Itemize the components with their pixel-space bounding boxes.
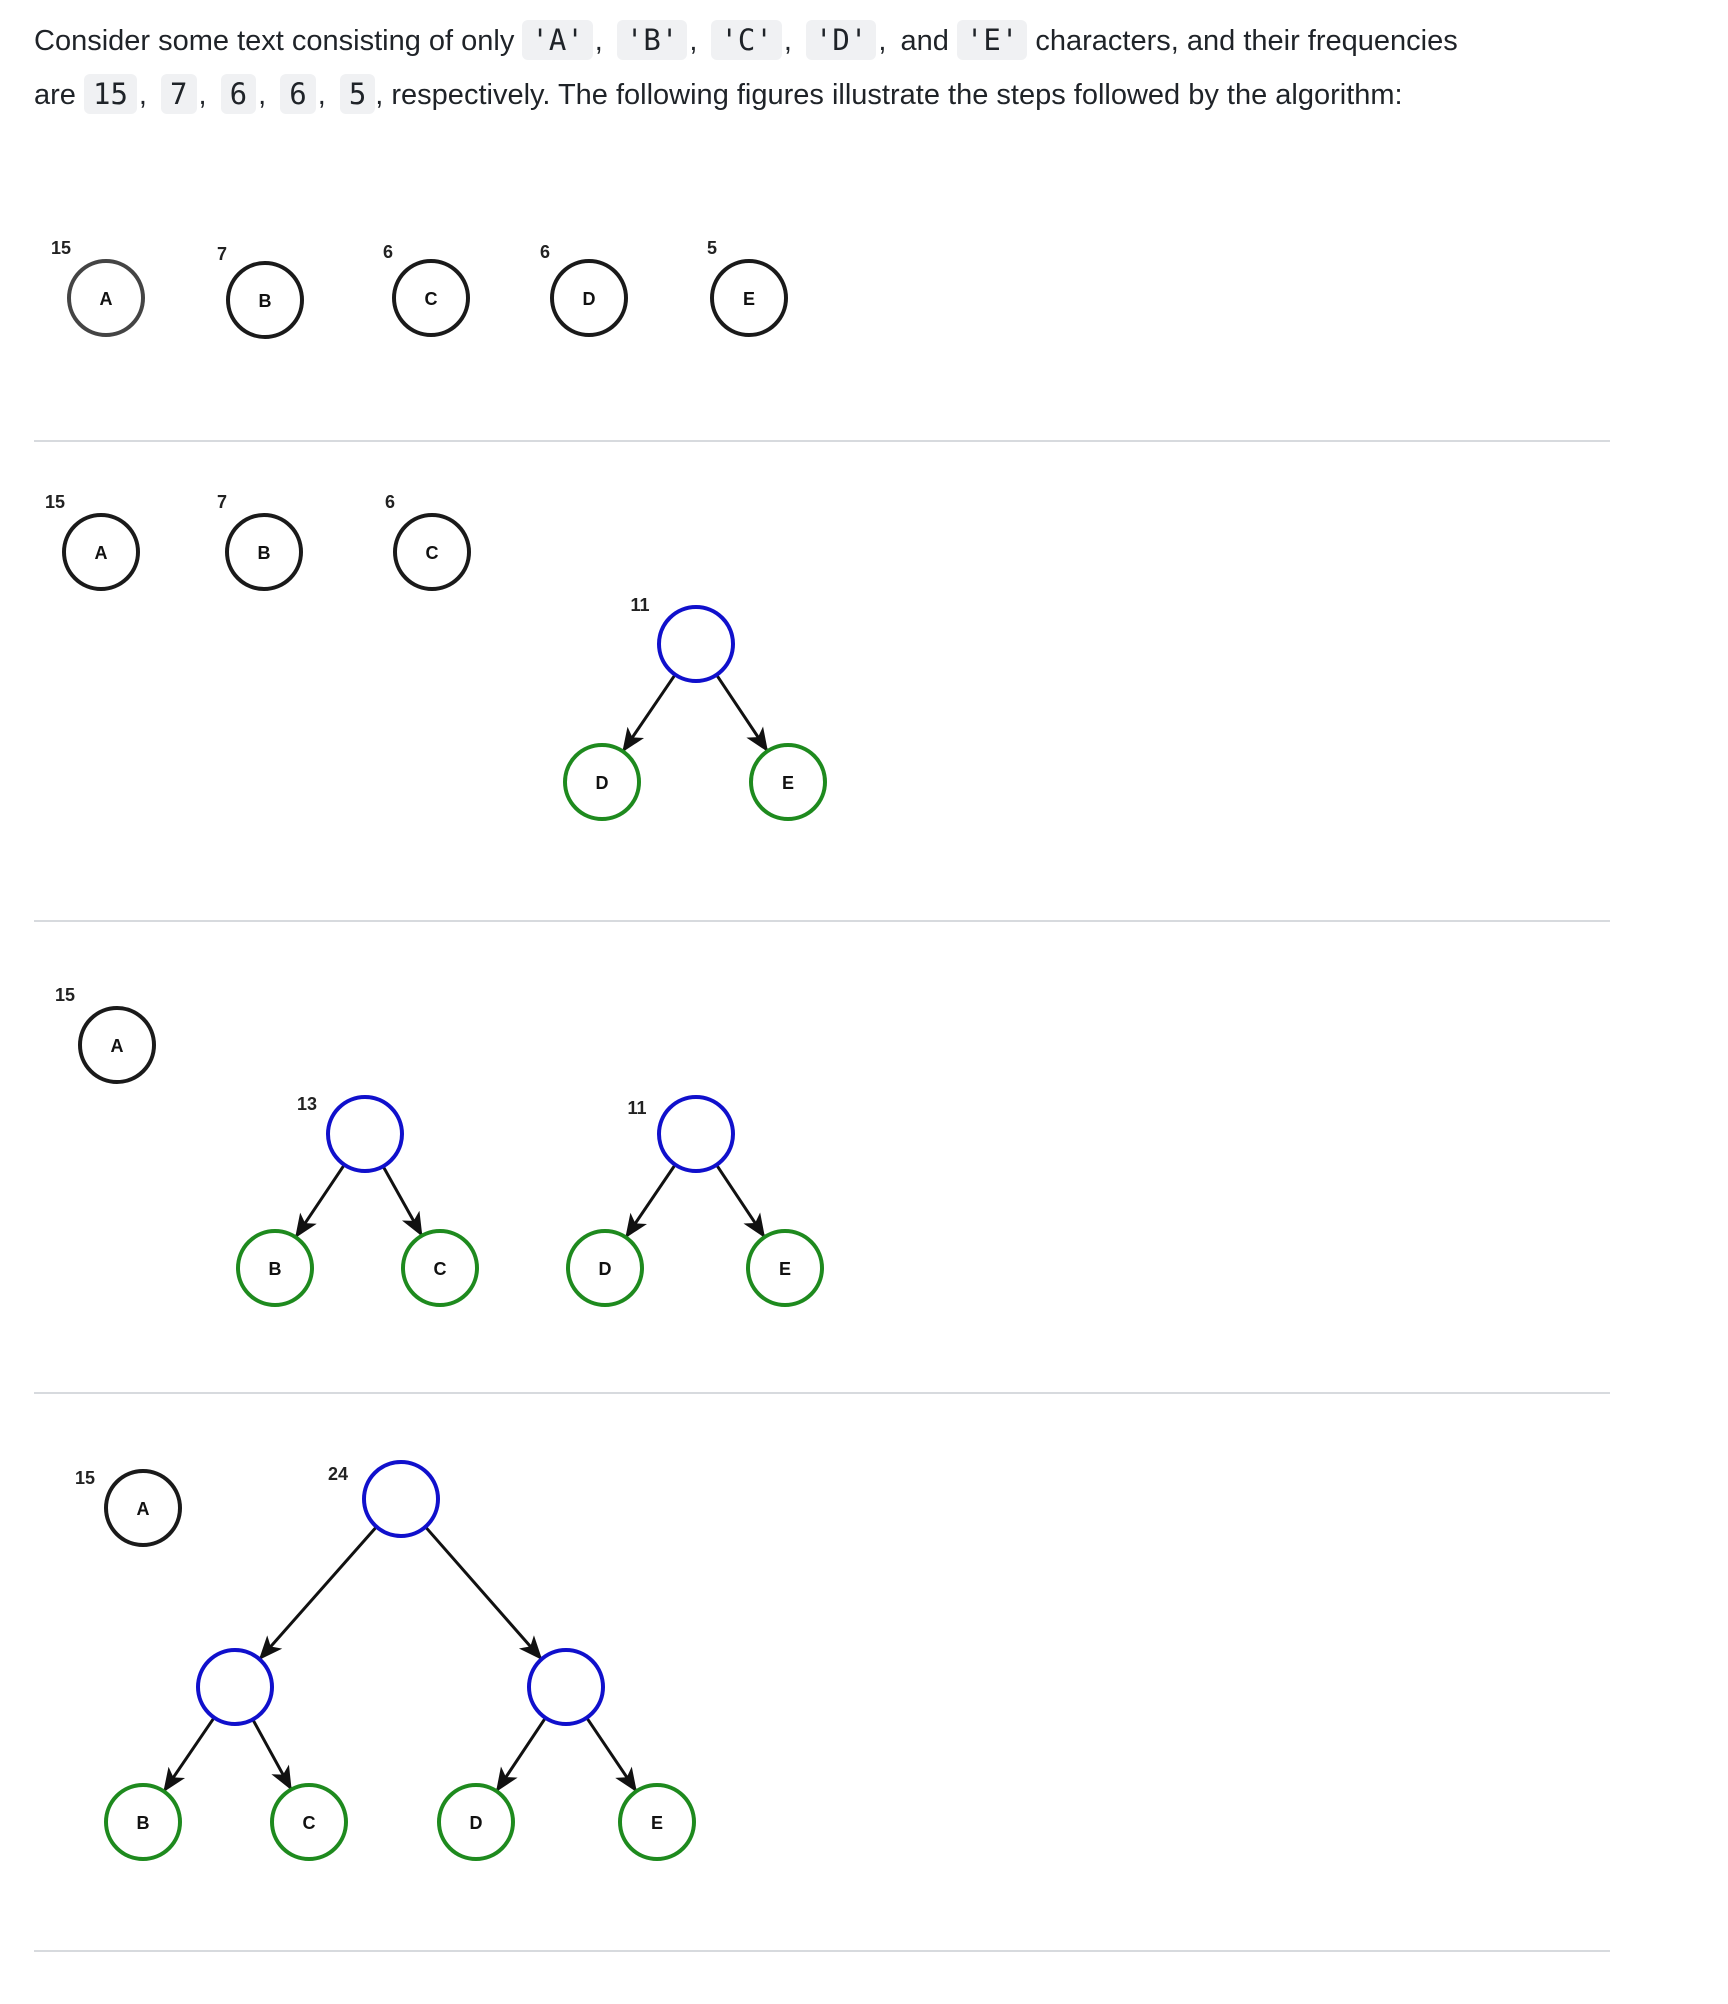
- freq-code-d: 6: [280, 74, 316, 114]
- internal-node: [657, 605, 735, 683]
- node-b: [236, 1229, 314, 1307]
- freq-code-a: 15: [83, 74, 137, 114]
- node-label: C: [426, 543, 439, 563]
- internal-node: [527, 1648, 605, 1726]
- node-label: C: [434, 1259, 447, 1279]
- node-c: [392, 259, 470, 337]
- node-a: [67, 259, 145, 337]
- internal-node: [362, 1460, 440, 1538]
- char-code-a: 'A': [522, 20, 593, 60]
- node-c: [401, 1229, 479, 1307]
- intro-text-start: Consider some text consisting of only: [34, 25, 515, 57]
- node-label: D: [596, 773, 609, 793]
- node-weight: 7: [217, 492, 227, 512]
- freq-code-b: 7: [161, 74, 197, 114]
- char-code-c: 'C': [711, 20, 782, 60]
- node-a: [62, 513, 140, 591]
- step-divider: [34, 1392, 1610, 1394]
- node-label: A: [111, 1036, 124, 1056]
- node-b: [104, 1783, 182, 1861]
- node-label: A: [137, 1499, 150, 1519]
- node-weight: 6: [540, 242, 550, 262]
- intro-paragraph: Consider some text consisting of only 'A…: [34, 14, 1594, 122]
- node-c: [270, 1783, 348, 1861]
- edge-arrow: [585, 1716, 638, 1793]
- step-1-graph: A 15B 7C 6D 6E 5: [51, 238, 788, 339]
- node-label: D: [583, 289, 596, 309]
- edge-arrow: [258, 1525, 378, 1661]
- node-e: [749, 743, 827, 821]
- node-c: [393, 513, 471, 591]
- node-d: [437, 1783, 515, 1861]
- node-weight: 15: [45, 492, 65, 512]
- freq-code-c: 6: [220, 74, 257, 114]
- char-code-d: 'D': [805, 20, 877, 60]
- node-weight: 7: [217, 244, 227, 264]
- edge-arrow: [163, 1716, 216, 1793]
- node-a: [104, 1469, 182, 1547]
- node-label: B: [137, 1813, 150, 1833]
- node-weight: 5: [707, 238, 717, 258]
- node-d: [550, 259, 628, 337]
- step-divider: [34, 440, 1610, 442]
- edge-arrow: [294, 1163, 346, 1239]
- intro-and-word: and: [900, 25, 949, 57]
- intro-are-word: are: [34, 79, 76, 111]
- freq-code-e: 5: [339, 74, 376, 114]
- node-b: [225, 513, 303, 591]
- edge-arrow: [251, 1718, 293, 1791]
- char-code-e: 'E': [956, 20, 1028, 60]
- node-e: [746, 1229, 824, 1307]
- node-label: B: [259, 291, 272, 311]
- node-label: C: [303, 1813, 316, 1833]
- node-weight: 6: [385, 492, 395, 512]
- node-weight: 15: [75, 1468, 95, 1488]
- node-weight: 11: [627, 1098, 646, 1118]
- node-label: E: [651, 1813, 663, 1833]
- char-code-b: 'B': [616, 20, 688, 60]
- node-d: [563, 743, 641, 821]
- step-divider: [34, 920, 1610, 922]
- node-b: [226, 261, 304, 339]
- node-label: A: [100, 289, 113, 309]
- node-label: B: [269, 1259, 282, 1279]
- node-label: D: [599, 1259, 612, 1279]
- step-2-graph: A 15B 7C 6 11D E: [45, 492, 827, 821]
- edge-arrow: [625, 1163, 677, 1239]
- node-e: [710, 259, 788, 337]
- node-weight: 15: [55, 985, 75, 1005]
- internal-node: [326, 1095, 404, 1173]
- node-weight: 13: [297, 1094, 317, 1114]
- intro-text-middle: characters, and their frequencies: [1035, 25, 1458, 57]
- node-weight: 24: [328, 1464, 348, 1484]
- node-label: A: [95, 543, 108, 563]
- step-3-graph: A 15 13B C 11D E: [55, 985, 824, 1307]
- node-e: [618, 1783, 696, 1861]
- node-label: E: [743, 289, 755, 309]
- node-a: [78, 1006, 156, 1084]
- node-label: D: [470, 1813, 483, 1833]
- node-d: [566, 1229, 644, 1307]
- internal-node: [657, 1095, 735, 1173]
- node-label: E: [782, 773, 794, 793]
- edge-arrow: [715, 673, 769, 753]
- node-label: B: [258, 543, 271, 563]
- edge-arrow: [715, 1163, 766, 1239]
- node-label: E: [779, 1259, 791, 1279]
- node-label: C: [425, 289, 438, 309]
- node-weight: 6: [383, 242, 393, 262]
- internal-node: [196, 1648, 274, 1726]
- step-divider: [34, 1950, 1610, 1952]
- edge-arrow: [495, 1716, 547, 1793]
- node-weight: 11: [630, 595, 649, 615]
- edge-arrow: [424, 1525, 543, 1660]
- intro-text-end: , respectively. The following figures il…: [375, 79, 1403, 111]
- node-weight: 15: [51, 238, 71, 258]
- step-4-graph: A 15 24B C D E: [75, 1460, 696, 1861]
- edge-arrow: [622, 673, 677, 753]
- edge-arrow: [381, 1165, 423, 1237]
